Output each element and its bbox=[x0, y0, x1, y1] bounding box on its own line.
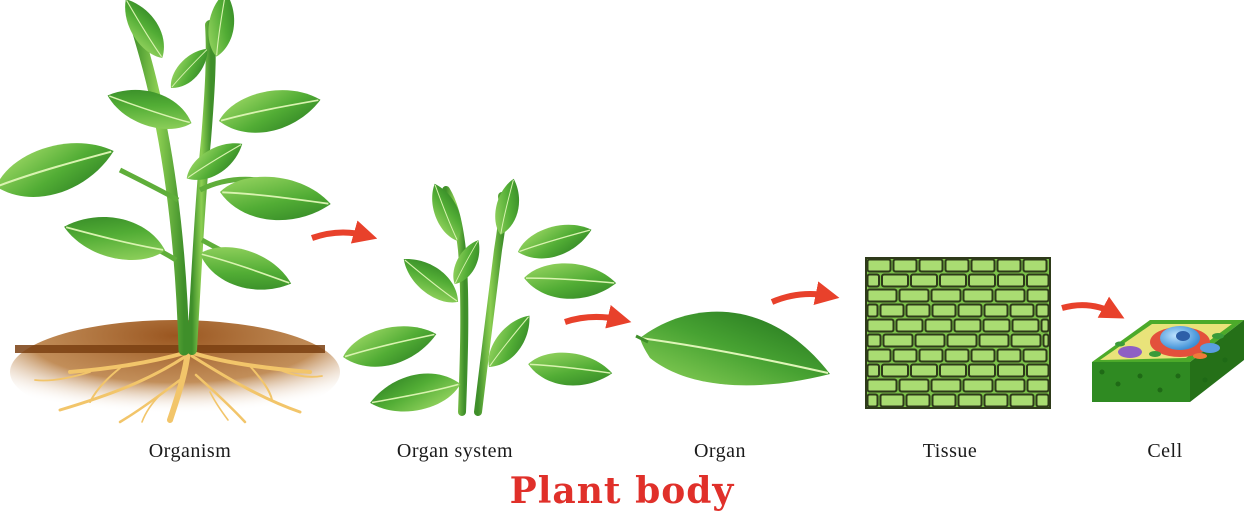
label-organ: Organ bbox=[660, 440, 780, 463]
plant-cell-icon bbox=[1092, 320, 1244, 402]
organism-plant-icon bbox=[0, 0, 340, 424]
organ-system-shoot-icon bbox=[339, 176, 617, 418]
arrow-organ-to-tissue bbox=[772, 294, 830, 302]
arrow-organ-system-to-organ bbox=[565, 317, 622, 322]
tissue-icon bbox=[866, 258, 1050, 408]
organ-leaf-icon bbox=[636, 312, 830, 386]
arrow-tissue-to-cell bbox=[1062, 305, 1116, 314]
label-tissue: Tissue bbox=[890, 440, 1010, 463]
label-organism: Organism bbox=[120, 440, 260, 463]
label-organ-system: Organ system bbox=[360, 440, 550, 463]
label-cell: Cell bbox=[1115, 440, 1215, 463]
diagram-title: Plant body bbox=[0, 470, 1244, 512]
arrow-organism-to-organ-system bbox=[312, 232, 368, 238]
